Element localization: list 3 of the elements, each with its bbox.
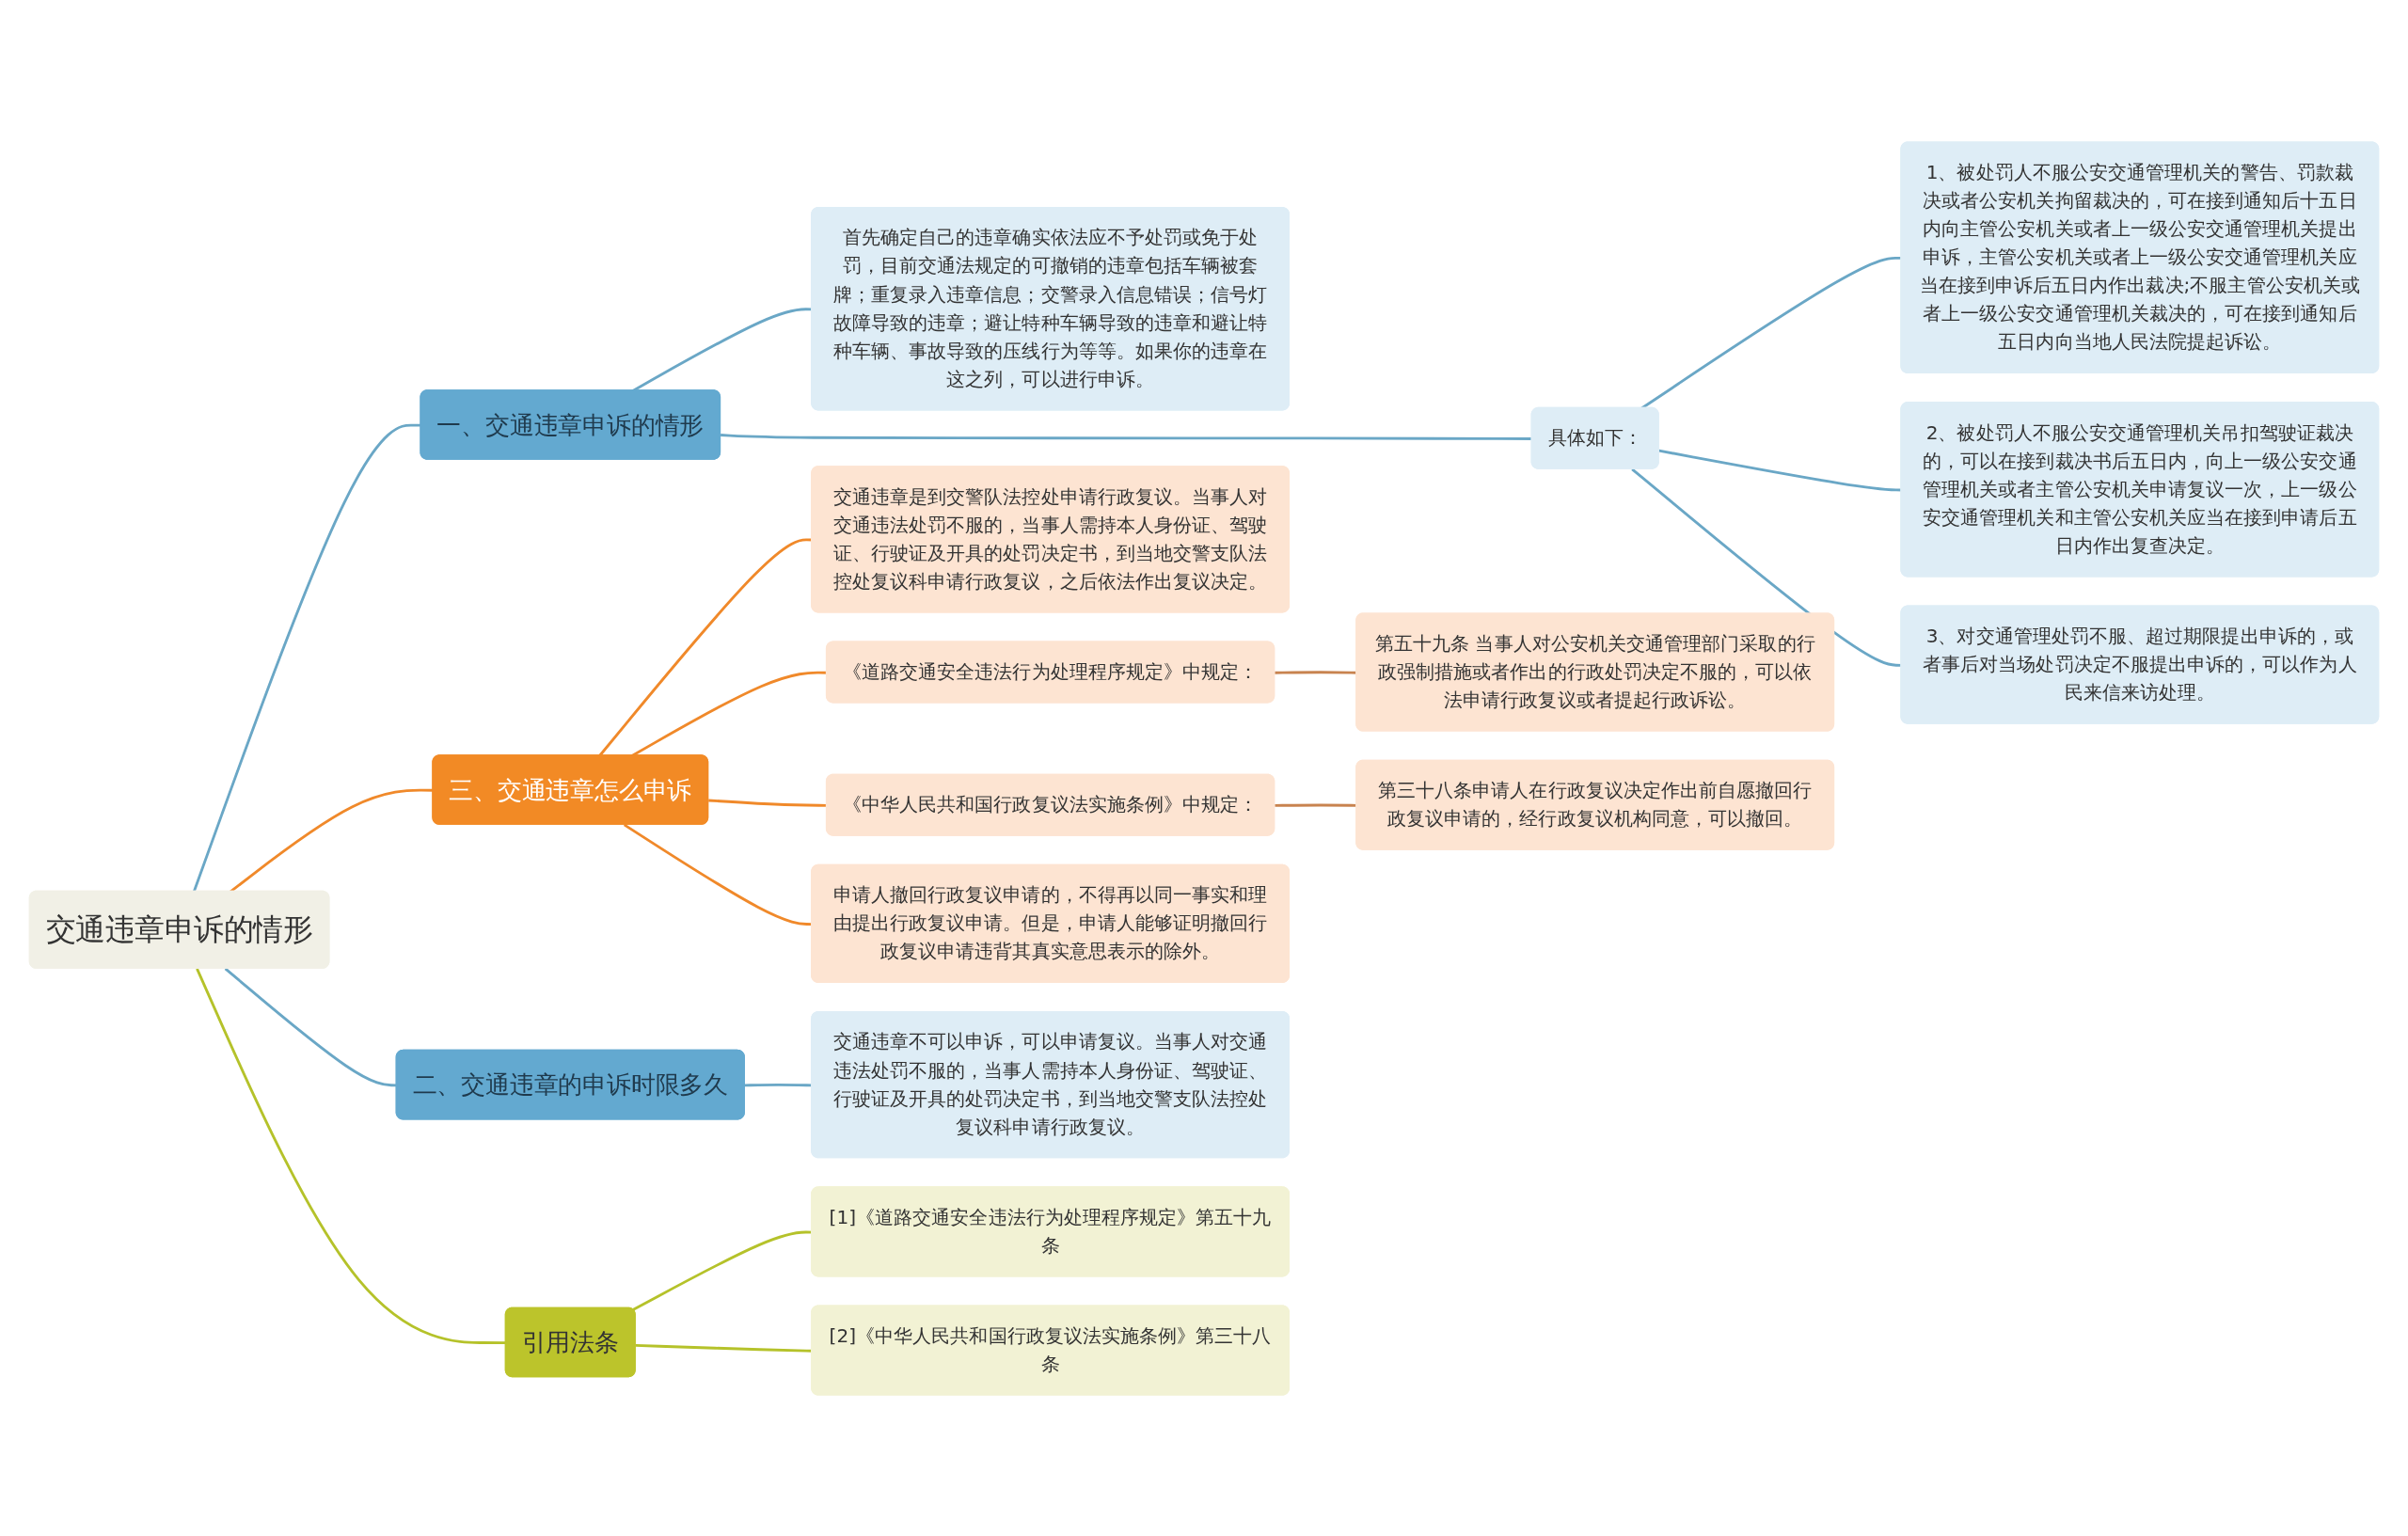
connector — [1640, 256, 1902, 409]
connector — [1631, 467, 1902, 667]
connector — [1658, 449, 1902, 491]
